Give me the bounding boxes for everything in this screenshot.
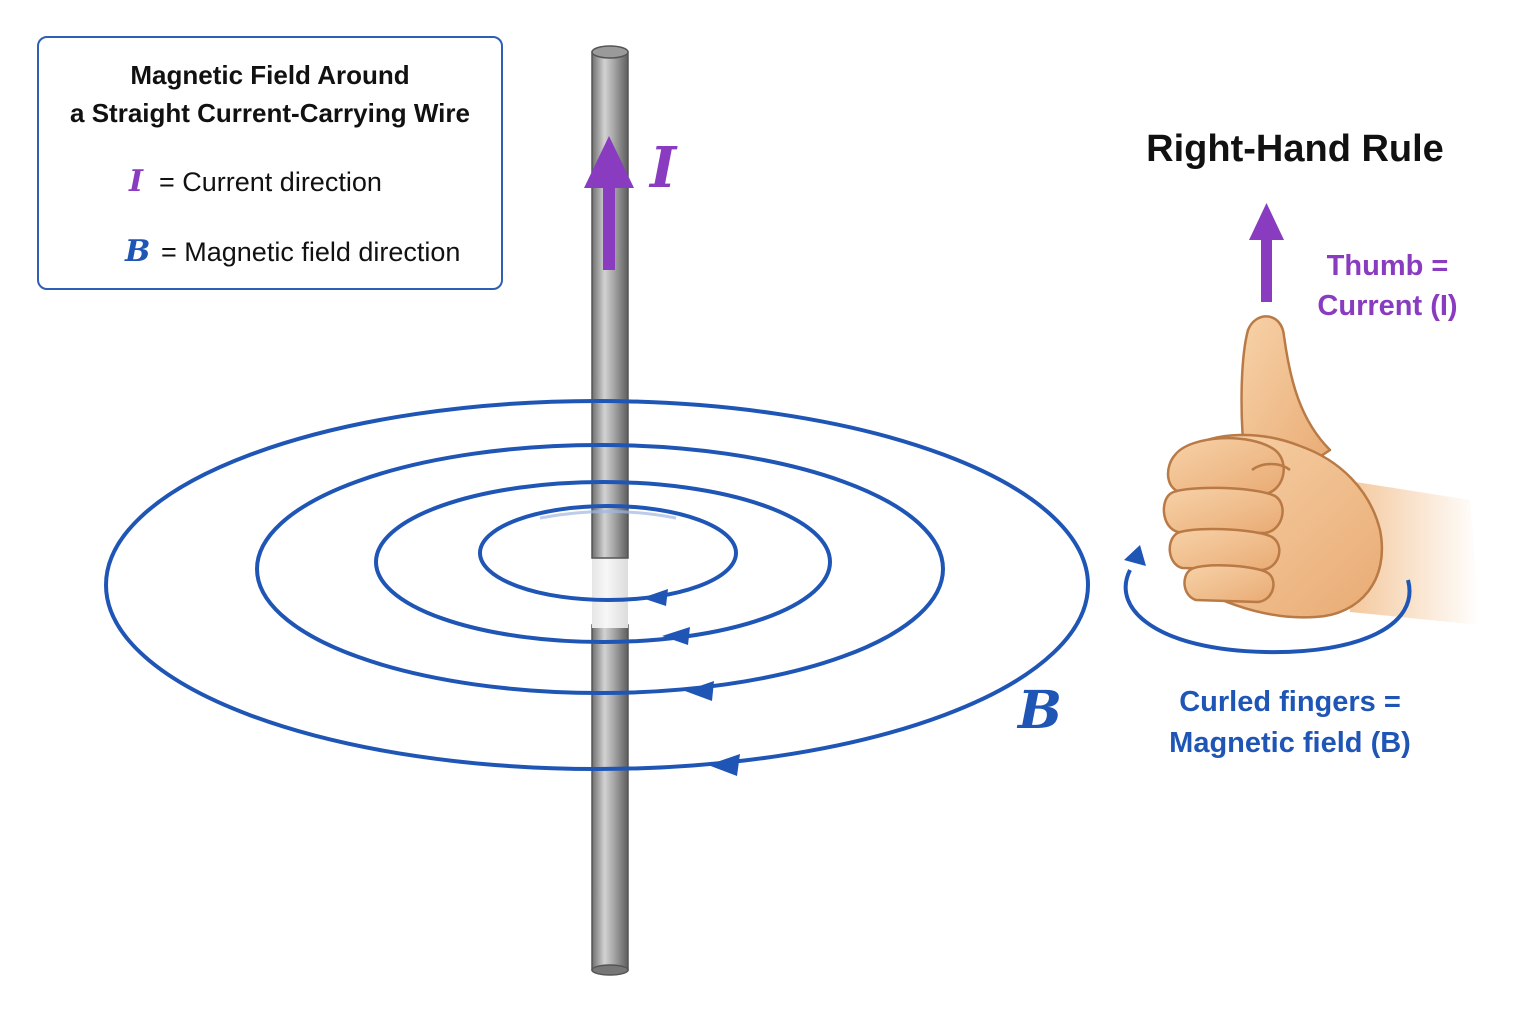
curled-fingers-field-arc <box>1123 545 1412 655</box>
legend-field-symbol: B <box>125 234 151 269</box>
legend-title-line-1: Magnetic Field Around <box>130 60 410 90</box>
ring-1-arrowhead <box>642 589 668 606</box>
hand-illustration <box>1162 315 1480 625</box>
legend-title: Magnetic Field Around a Straight Current… <box>39 56 501 132</box>
legend-current-symbol: I <box>129 164 144 199</box>
wire <box>591 45 629 976</box>
field-direction-arrowheads <box>642 589 740 776</box>
wire-bottom-cap <box>591 964 629 976</box>
thumb-current-arrow <box>1249 203 1284 302</box>
fingers-label-line-1: Curled fingers = <box>1179 686 1401 718</box>
curled-fingers-label: Curled fingers = Magnetic field (B) <box>1120 682 1460 764</box>
legend-title-line-2: a Straight Current-Carrying Wire <box>70 98 470 128</box>
ring-3-arrowhead <box>685 681 714 701</box>
legend-field-row: B = Magnetic field direction <box>39 232 501 272</box>
right-hand-rule-title: Right-Hand Rule <box>1146 128 1444 170</box>
legend-box: Magnetic Field Around a Straight Current… <box>37 36 503 290</box>
legend-current-text: = Current direction <box>159 167 382 197</box>
thumb <box>1240 315 1332 472</box>
field-ring-3 <box>255 443 945 695</box>
field-ring-4 <box>104 399 1090 771</box>
finger-index <box>1166 436 1285 496</box>
finger-pinky <box>1183 564 1275 604</box>
legend-field-text: = Magnetic field direction <box>161 237 461 267</box>
wire-upper-segment <box>591 51 629 559</box>
thumb-crease <box>1251 462 1291 472</box>
finger-middle <box>1162 486 1284 535</box>
magnetic-field-label: B <box>1018 680 1062 741</box>
wire-pass-through-segment <box>592 558 628 628</box>
current-arrow <box>584 136 634 270</box>
thumb-label: Thumb = Current (I) <box>1300 246 1475 326</box>
thumb-label-line-2: Current (I) <box>1317 290 1458 322</box>
legend-current-row: I = Current direction <box>39 162 501 202</box>
finger-ring <box>1168 527 1281 572</box>
thumb-label-line-1: Thumb = <box>1326 250 1449 282</box>
magnetic-field-rings <box>104 399 1090 771</box>
ring-4-arrowhead <box>708 754 740 776</box>
inner-ring-highlight <box>539 510 677 520</box>
curled-arc-arrowhead <box>1124 545 1146 566</box>
field-ring-2 <box>374 480 832 644</box>
fingers-label-line-2: Magnetic field (B) <box>1169 727 1411 759</box>
field-ring-1 <box>478 504 738 602</box>
wire-top-cap <box>591 45 629 59</box>
wire-lower-segment <box>591 624 629 971</box>
wire-current-label: I <box>650 135 677 201</box>
ring-2-arrowhead <box>662 627 690 645</box>
